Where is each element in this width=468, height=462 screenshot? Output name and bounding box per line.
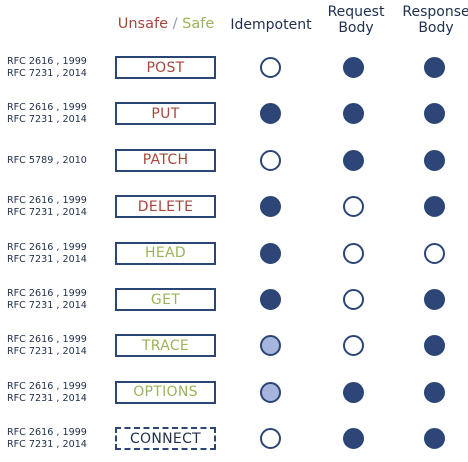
idempotent-indicator [260, 242, 281, 264]
response-body-indicator [424, 289, 445, 310]
response-body-indicator [424, 149, 445, 171]
response-body-indicator [424, 428, 445, 450]
request-header-line1: Request [327, 4, 385, 20]
request-body-indicator [343, 242, 364, 264]
response-body-indicator [424, 57, 445, 78]
idempotent-indicator [260, 103, 281, 125]
rfc-line: RFC 7231 , 2014 [7, 68, 87, 79]
rfc-line: RFC 7231 , 2014 [7, 300, 87, 311]
idempotent-indicator [260, 428, 281, 450]
request-body-indicator [343, 149, 364, 171]
rfc-line: RFC 2616 , 1999 [7, 56, 87, 67]
response-body-indicator [424, 196, 445, 218]
request-body-header: Request Body [318, 4, 394, 36]
method-label-delete: DELETE [115, 195, 216, 219]
idempotent-header: Idempotent [230, 17, 312, 33]
safety-header: Unsafe / Safe [108, 16, 224, 32]
rfc-line: RFC 7231 , 2014 [7, 253, 87, 265]
rfc-reference: RFC 5789 , 2010 [7, 138, 107, 184]
method-row: RFC 5789 , 2010 PATCH [0, 138, 468, 184]
request-body-indicator [343, 381, 364, 403]
method-label-post: POST [115, 56, 216, 79]
response-header-line2: Body [418, 20, 454, 36]
method-label-patch: PATCH [115, 148, 216, 172]
method-label-trace: TRACE [115, 334, 216, 358]
request-header-line2: Body [338, 20, 374, 36]
request-body-indicator [343, 289, 364, 310]
method-label-head: HEAD [115, 241, 216, 265]
request-body-indicator [343, 428, 364, 450]
response-body-indicator [424, 103, 445, 125]
response-body-indicator [424, 242, 445, 264]
rfc-line: RFC 7231 , 2014 [7, 439, 87, 451]
rfc-line: RFC 7231 , 2014 [7, 114, 87, 126]
rfc-line: RFC 2616 , 1999 [7, 102, 87, 114]
separator-label: / [172, 16, 178, 32]
response-body-header: Response Body [398, 4, 468, 36]
idempotent-indicator [260, 57, 281, 78]
rfc-line: RFC 5789 , 2010 [7, 154, 87, 166]
safe-label: Safe [182, 16, 215, 32]
rfc-line: RFC 7231 , 2014 [7, 346, 87, 358]
request-body-indicator [343, 196, 364, 218]
idempotent-indicator [260, 335, 281, 357]
rfc-line: RFC 7231 , 2014 [7, 207, 87, 219]
response-body-indicator [424, 335, 445, 357]
response-header-line1: Response [402, 4, 468, 20]
response-body-indicator [424, 381, 445, 403]
idempotent-indicator [260, 149, 281, 171]
method-label-put: PUT [115, 102, 216, 126]
idempotent-indicator [260, 381, 281, 403]
unsafe-label: Unsafe [117, 16, 169, 32]
method-label-options: OPTIONS [115, 380, 216, 404]
idempotent-indicator [260, 196, 281, 218]
rfc-line: RFC 2616 , 1999 [7, 288, 87, 299]
rfc-line: RFC 2616 , 1999 [7, 334, 87, 346]
rfc-line: RFC 2616 , 1999 [7, 195, 87, 207]
request-body-indicator [343, 57, 364, 78]
idempotent-indicator [260, 289, 281, 310]
method-label-get: GET [115, 288, 216, 311]
rfc-line: RFC 2616 , 1999 [7, 380, 87, 392]
rfc-line: RFC 2616 , 1999 [7, 241, 87, 253]
rfc-line: RFC 2616 , 1999 [7, 427, 87, 439]
method-label-connect: CONNECT [115, 427, 216, 451]
request-body-indicator [343, 335, 364, 357]
rfc-line: RFC 7231 , 2014 [7, 392, 87, 404]
request-body-indicator [343, 103, 364, 125]
